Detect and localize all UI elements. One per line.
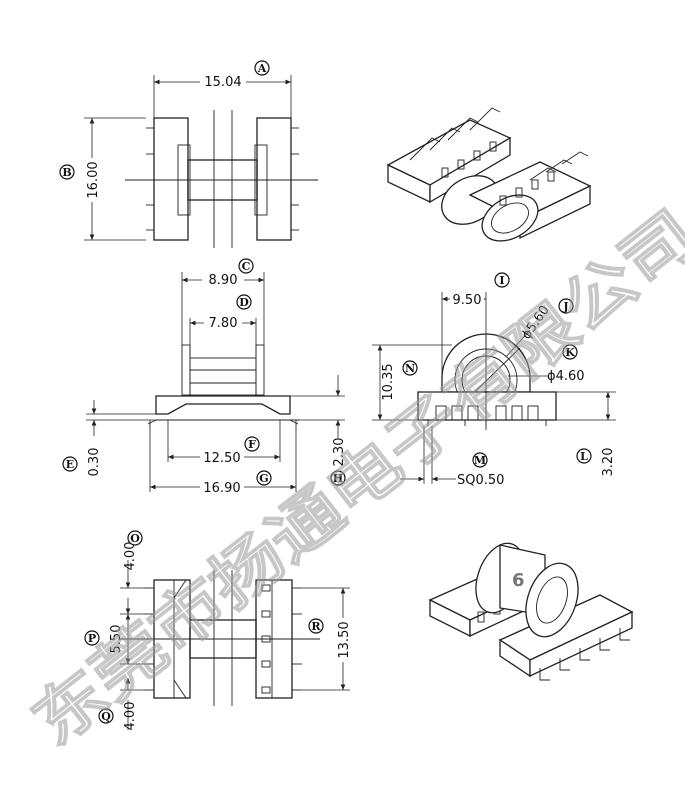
label-G: G xyxy=(256,470,272,486)
label-B: B xyxy=(59,164,75,180)
svg-text:K: K xyxy=(565,346,575,359)
svg-text:M: M xyxy=(474,454,486,467)
label-A: A xyxy=(254,60,270,76)
dim-a-value: 15.04 xyxy=(204,75,241,90)
label-J: J xyxy=(558,298,574,314)
svg-text:E: E xyxy=(66,458,74,471)
svg-text:H: H xyxy=(333,472,343,485)
svg-text:Q: Q xyxy=(101,710,111,723)
svg-text:F: F xyxy=(248,438,256,451)
svg-text:G: G xyxy=(259,472,268,485)
svg-text:A: A xyxy=(257,62,267,75)
label-R: R xyxy=(308,618,324,634)
svg-text:N: N xyxy=(405,362,415,375)
label-O: O xyxy=(127,530,143,546)
label-I: I xyxy=(494,272,510,288)
dim-r-value: 13.50 xyxy=(337,621,352,658)
label-Q: Q xyxy=(98,708,114,724)
dim-p-value: 5.50 xyxy=(109,625,124,654)
svg-text:J: J xyxy=(562,300,568,313)
dim-b-value: 16.00 xyxy=(86,161,101,198)
dim-k-value: ϕ4.60 xyxy=(547,369,585,384)
svg-text:O: O xyxy=(130,532,140,545)
isometric-view-top xyxy=(386,107,592,242)
dim-o-value: 4.00 xyxy=(123,542,138,571)
dim-e-value: 0.30 xyxy=(87,448,102,477)
label-E: E xyxy=(62,456,78,472)
dim-q-value: 4.00 xyxy=(123,702,138,731)
top-view: 15.04 16.00 xyxy=(84,74,318,248)
label-P: P xyxy=(84,630,100,646)
svg-text:B: B xyxy=(62,166,71,179)
label-M: M xyxy=(472,452,488,468)
front-view: 8.90 7.80 0.30 12.50 16.90 2.30 xyxy=(86,272,347,496)
dim-m-value: SQ0.50 xyxy=(457,473,504,488)
bottom-view: 4.00 5.50 4.00 13.50 xyxy=(109,542,352,731)
svg-text:I: I xyxy=(499,274,504,287)
dim-f-value: 12.50 xyxy=(203,451,240,466)
svg-text:D: D xyxy=(239,296,249,309)
svg-text:R: R xyxy=(311,620,321,633)
label-N: N xyxy=(402,360,418,376)
dim-d-value: 7.80 xyxy=(209,316,238,331)
label-H: H xyxy=(330,470,346,486)
dim-l-value: 3.20 xyxy=(601,448,616,477)
page-badge: 6 xyxy=(512,570,525,591)
label-D: D xyxy=(236,294,252,310)
dim-h-value: 2.30 xyxy=(332,438,347,467)
dim-g-value: 16.90 xyxy=(203,481,240,496)
dim-c-value: 8.90 xyxy=(209,273,238,288)
svg-text:C: C xyxy=(242,260,251,273)
label-L: L xyxy=(576,448,592,464)
isometric-view-bottom xyxy=(428,542,634,681)
svg-text:L: L xyxy=(580,450,588,463)
label-K: K xyxy=(562,344,578,360)
dim-n-value: 10.35 xyxy=(381,363,396,400)
company-watermark: 东莞市扬通电子有限公司 xyxy=(19,197,685,760)
label-F: F xyxy=(244,436,260,452)
label-C: C xyxy=(238,258,254,274)
svg-text:P: P xyxy=(88,632,96,645)
dim-i-value: 9.50 xyxy=(453,293,482,308)
